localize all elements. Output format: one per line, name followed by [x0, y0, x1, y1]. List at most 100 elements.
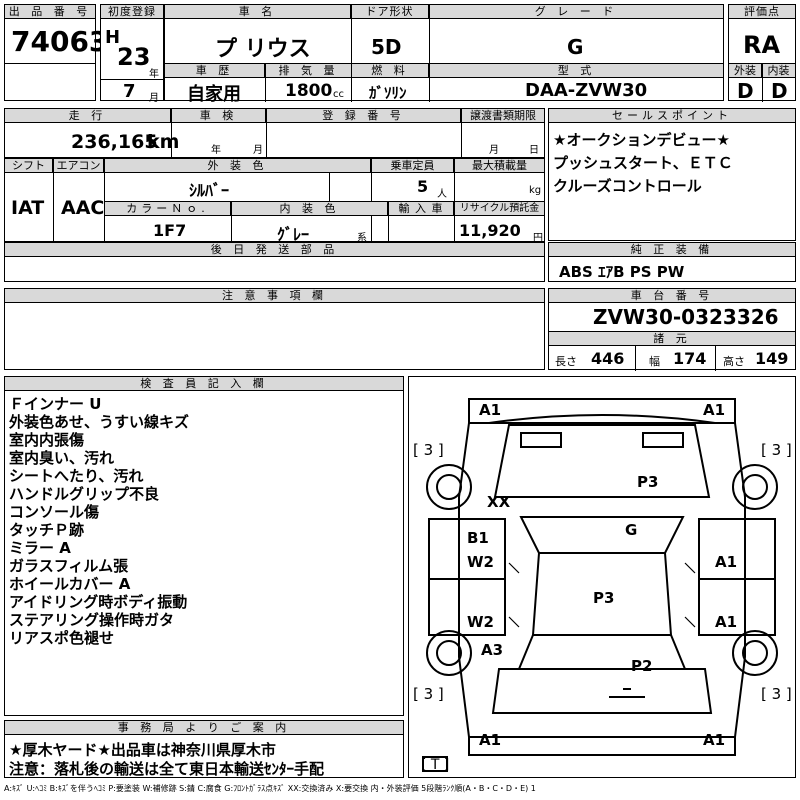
note-line: 外装色あせ、うすい線キズ — [9, 413, 190, 431]
lot-number-box: 出 品 番 号 74063 — [4, 4, 108, 101]
divider — [265, 63, 266, 102]
damage-rear-fender-left: A3 — [481, 641, 504, 659]
interior-grade: D — [771, 79, 788, 103]
ext-color: ｼﾙﾊﾞｰ — [189, 181, 230, 200]
note-line: コンソール傷 — [9, 503, 100, 521]
divider — [635, 345, 636, 371]
recycle-unit: 円 — [533, 233, 543, 244]
int-color-label: 内 装 色 — [232, 202, 388, 216]
divider — [231, 201, 232, 243]
equipment-list: ABS ｴｱB PS PW — [559, 263, 685, 281]
mileage: 236,165 — [71, 131, 158, 153]
displacement: 1800 — [285, 81, 333, 101]
damage-front-door-left: B1 — [467, 529, 489, 547]
door-label: ドア形状 — [351, 5, 429, 19]
office-box: 事 務 局 よ り ご 案 内 ★厚木ヤード★出品車は神奈川県厚木市 注意：落札… — [4, 720, 404, 778]
damage-a1-front-left: A1 — [479, 401, 502, 419]
divider — [5, 63, 95, 64]
divider — [104, 201, 544, 202]
inspector-box: 検 査 員 記 入 欄 Ｆインナー U 外装色あせ、うすい線キズ 室内内張傷 室… — [4, 376, 404, 716]
later-parts-label: 後 日 発 送 部 品 — [5, 243, 544, 257]
damage-trunk: P2 — [631, 657, 653, 675]
chassis-label: 車 台 番 号 — [549, 289, 795, 303]
fuel-label: 燃 料 — [352, 64, 429, 78]
car-name: プ リウス — [215, 37, 311, 62]
inspection-year-unit: 年 — [211, 145, 221, 156]
sales-point-1: ★オークションデビュー★ — [553, 131, 730, 149]
reg-year: 23 — [117, 43, 151, 71]
exterior-label: 外装 — [729, 64, 762, 78]
divider — [266, 109, 267, 159]
capacity: 5 — [417, 177, 429, 196]
note-line: ステアリング操作時ガタ — [9, 611, 175, 629]
model-code: DAA-ZVW30 — [525, 80, 648, 101]
score-label: 評価点 — [729, 5, 795, 19]
height: 149 — [755, 349, 789, 368]
chassis-box: 車 台 番 号 ZVW30-0323326 諸 元 長さ 446 幅 174 高… — [548, 288, 796, 371]
inspection-label: 車 検 — [172, 109, 266, 123]
lot-number: 74063 — [11, 25, 109, 58]
divider — [329, 173, 330, 201]
shift-label: シフト — [5, 159, 53, 173]
tire-spare: [ T ] — [421, 757, 450, 773]
displacement-unit: cc — [333, 89, 344, 100]
later-parts-box: 後 日 発 送 部 品 — [4, 242, 545, 282]
height-label: 高さ — [723, 355, 745, 368]
note-line: Ｆインナー U — [9, 395, 102, 413]
width-label: 幅 — [649, 355, 660, 368]
width: 174 — [673, 349, 707, 368]
model-code-label: 型 式 — [430, 64, 723, 78]
note-line: 室内臭い、汚れ — [9, 449, 115, 467]
office-note-2: 注意：落札後の輸送は全て東日本輸送ｾﾝﾀｰ手配 — [9, 760, 325, 778]
first-registration-label: 初度登録 — [101, 5, 163, 19]
divider — [429, 5, 430, 102]
specs-row: シフト IAT エアコン AAC 外 装 色 ｼﾙﾊﾞｰ 乗車定員 5 人 最大… — [4, 158, 545, 244]
equipment-box: 純 正 装 備 ABS ｴｱB PS PW — [548, 242, 796, 282]
car-outline — [422, 398, 778, 772]
note-line: タッチＰ跡 — [9, 521, 85, 539]
capacity-unit: 人 — [437, 189, 447, 200]
inspection-month-unit: 月 — [253, 145, 263, 156]
length-label: 長さ — [555, 355, 577, 368]
sales-point-2: プッシュスタート、ＥＴＣ — [553, 154, 733, 172]
transfer-day-unit: 日 — [529, 145, 539, 156]
car-name-label: 車 名 — [165, 5, 351, 19]
note-line: シートへたり、汚れ — [9, 467, 144, 485]
shift-type: IAT — [11, 197, 45, 219]
damage-fender: XX — [487, 493, 511, 511]
color-no-label: カラーＮｏ. — [105, 202, 231, 216]
note-line: ミラー A — [9, 539, 71, 557]
tire-rear-right: [ 3 ] — [761, 685, 792, 703]
damage-a1-front-right: A1 — [703, 401, 726, 419]
recycle-deposit: 11,920 — [459, 221, 521, 240]
history-label: 車 歴 — [165, 64, 265, 78]
divider — [461, 109, 462, 159]
grade: G — [567, 35, 584, 59]
fuel-type: ｶﾞｿﾘﾝ — [369, 84, 407, 102]
tire-front-left: [ 3 ] — [413, 441, 444, 459]
lot-number-label: 出 品 番 号 — [5, 5, 95, 19]
first-registration-box: 初度登録 H 23 年 7 月 — [100, 4, 164, 104]
damage-hood: P3 — [637, 473, 659, 491]
office-label: 事 務 局 よ り ご 案 内 — [5, 721, 403, 735]
ext-color-label: 外 装 色 — [105, 159, 371, 173]
divider — [715, 345, 716, 371]
month-unit: 月 — [149, 93, 159, 104]
note-line: リアスポ色褪せ — [9, 629, 115, 647]
inspector-label: 検 査 員 記 入 欄 — [5, 377, 403, 391]
damage-front-door-right: A1 — [715, 553, 738, 571]
office-note-1: ★厚木ヤード★出品車は神奈川県厚木市 — [9, 741, 276, 759]
recycle-label: リサイクル預託金 — [455, 202, 544, 216]
reg-number-label: 登 録 番 号 — [267, 109, 461, 123]
note-line: ガラスフィルム張 — [9, 557, 129, 575]
damage-rear-door-left-w: W2 — [467, 613, 494, 631]
era: H — [105, 27, 121, 48]
caution-label: 注 意 事 項 欄 — [5, 289, 544, 303]
mileage-row: 走 行 236,165 km 車 検 年 月 登 録 番 号 譲渡書類期限 月 … — [4, 108, 545, 159]
transfer-month-unit: 月 — [489, 145, 499, 156]
damage-a1-rear-left: A1 — [479, 731, 502, 749]
year-unit: 年 — [149, 69, 159, 80]
grade-label: グ レ ー ド — [429, 5, 723, 19]
divider — [171, 109, 172, 159]
divider — [351, 5, 352, 63]
